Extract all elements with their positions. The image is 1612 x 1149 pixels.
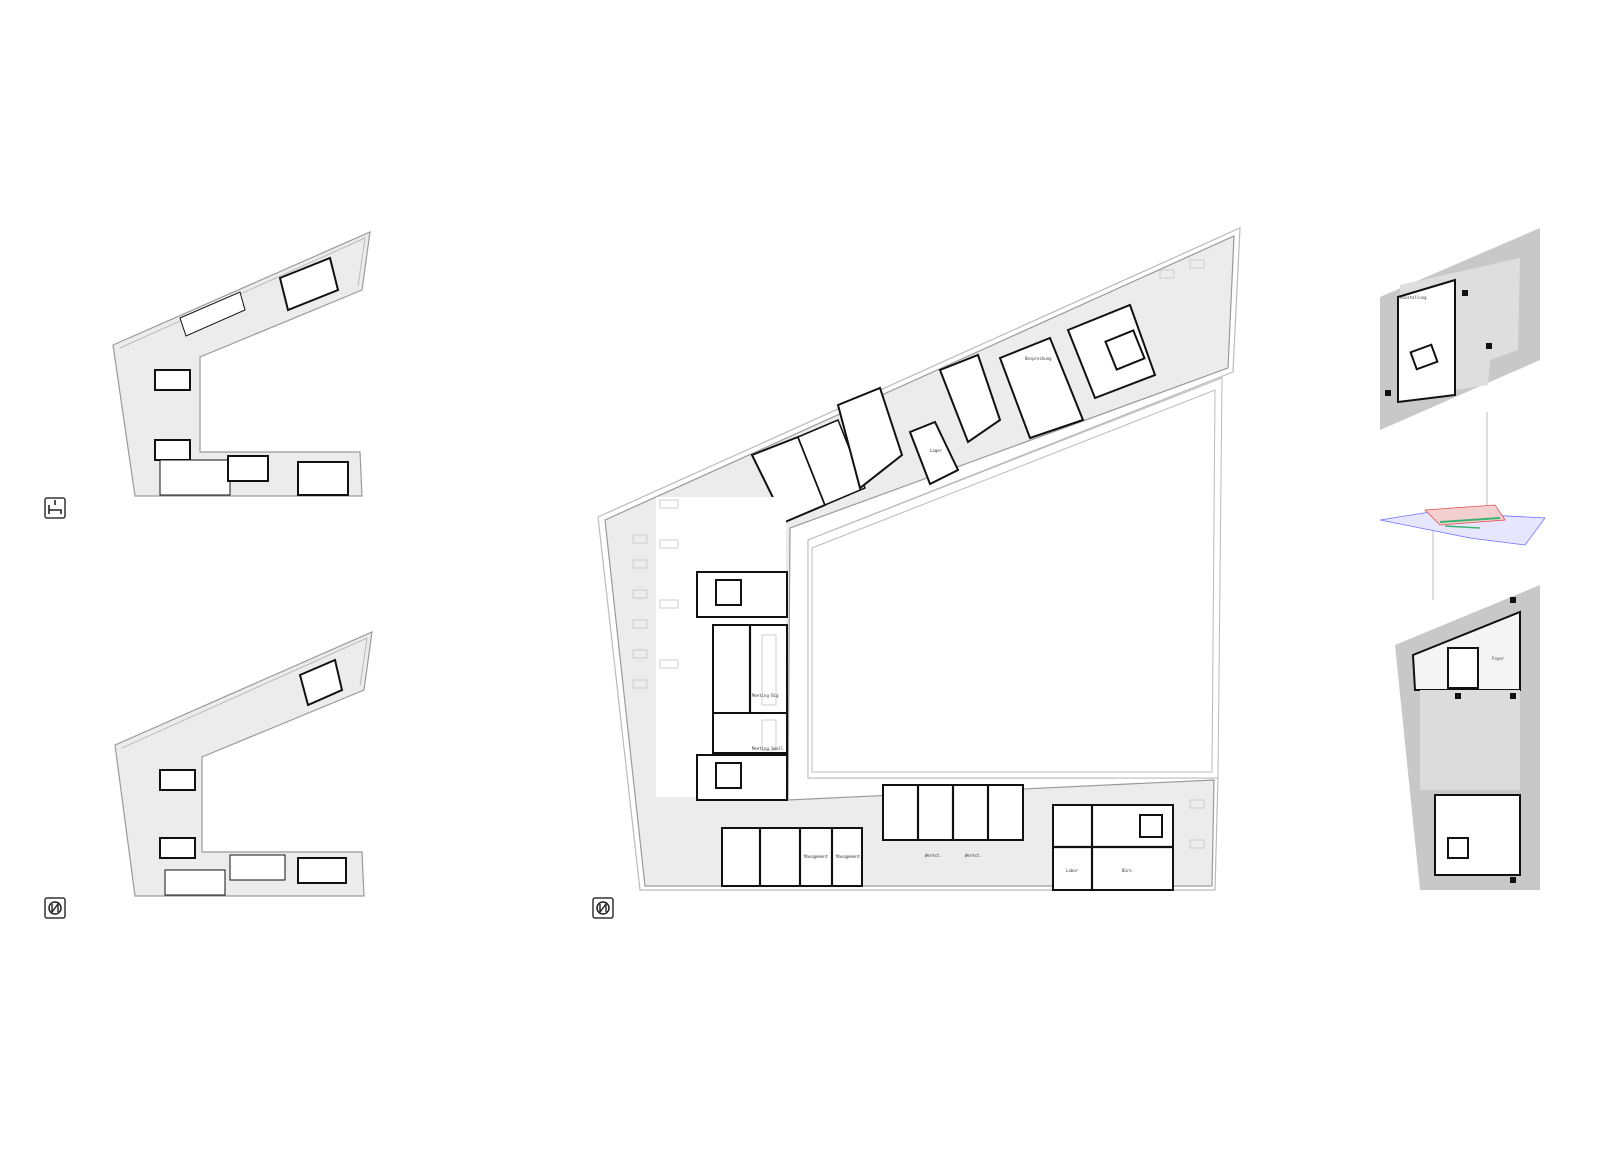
small-floor-plan-lower	[114, 631, 373, 897]
north-arrow-icon	[44, 897, 66, 919]
room-label: Lager	[930, 448, 943, 453]
small-floor-plan-upper	[112, 231, 371, 497]
room-label: Foyer	[1492, 656, 1505, 661]
room-label: Labor	[1066, 868, 1079, 873]
room-label: Büro	[1122, 868, 1132, 873]
room-label: Management	[804, 854, 829, 859]
room-label: Meeting Small	[752, 746, 784, 751]
axonometric-diagram	[1379, 504, 1546, 546]
room-label: Ausstellung	[1400, 295, 1427, 300]
north-arrow-icon	[592, 897, 614, 919]
main-floor-plan: Meeting Big Meeting Small Management Man…	[597, 227, 1241, 891]
floor-level-icon	[44, 497, 66, 519]
room-label: Meeting Big	[752, 693, 779, 698]
side-plan-lower: Foyer	[1395, 585, 1540, 890]
room-label: Werkst.	[925, 853, 942, 858]
room-label: Werkst.	[965, 853, 982, 858]
side-plan-upper: Ausstellung	[1380, 228, 1540, 430]
room-label: Besprechung	[1025, 356, 1052, 361]
room-label: Management	[836, 854, 861, 859]
